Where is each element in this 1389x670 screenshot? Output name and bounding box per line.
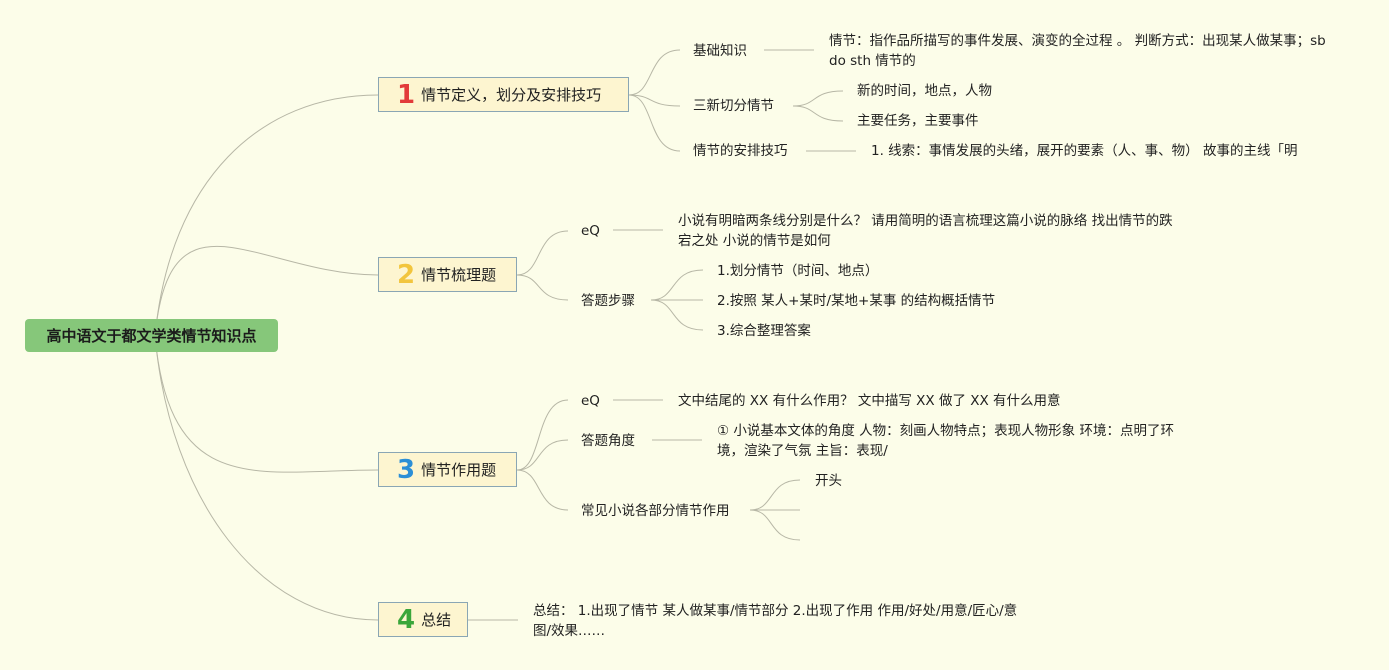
topic-1-child-link: [628, 94, 681, 107]
root-label: 高中语文于都文学类情节知识点: [46, 327, 257, 345]
node-steps[interactable]: 答题步骤: [581, 293, 635, 309]
root-to-topic-1-link: [154, 94, 379, 337]
detail-arrangement: 1. 线索：事情发展的头绪，展开的要素（人、事、物） 故事的主线「明: [871, 143, 1298, 159]
topic-3-child-link: [516, 469, 569, 511]
topic-1-label: 情节定义，划分及安排技巧: [421, 86, 602, 104]
three-new-item-link: [792, 105, 844, 122]
topic-2-number-icon: 2: [397, 259, 416, 290]
node-basic-knowledge[interactable]: 基础知识: [693, 43, 747, 59]
common-parts-item-link: [749, 509, 801, 541]
topic-4-label: 总结: [421, 611, 452, 629]
detail-eq-3: 文中结尾的 XX 有什么作用？ 文中描写 XX 做了 XX 有什么用意: [678, 393, 1061, 409]
topic-2-label: 情节梳理题: [421, 266, 497, 284]
topic-1-number-icon: 1: [397, 79, 416, 110]
detail-basic-knowledge: 情节：指作品所描写的事件发展、演变的全过程 。 判断方式：出现某人做某事；sb …: [829, 33, 1326, 69]
steps-item-link: [650, 269, 704, 301]
item-opening[interactable]: 开头: [815, 473, 842, 489]
item-step-3[interactable]: 3.综合整理答案: [717, 323, 811, 339]
node-three-new[interactable]: 三新切分情节: [693, 98, 774, 114]
topic-3-node[interactable]: 3 情节作用题: [378, 452, 517, 487]
item-three-new-2[interactable]: 主要任务，主要事件: [857, 113, 979, 129]
topic-3-number-icon: 3: [397, 454, 416, 485]
node-eq-2[interactable]: eQ: [581, 223, 600, 239]
detail-angle: ① 小说基本文体的角度 人物：刻画人物特点；表现人物形象 环境：点明了环境，渲染…: [717, 423, 1174, 459]
detail-eq-2: 小说有明暗两条线分别是什么？ 请用简明的语言梳理这篇小说的脉络 找出情节的跌宕之…: [678, 213, 1173, 249]
topic-1-node[interactable]: 1 情节定义，划分及安排技巧: [378, 77, 629, 112]
item-step-2[interactable]: 2.按照 某人+某时/某地+某事 的结构概括情节: [717, 293, 996, 309]
topic-2-child-link: [516, 274, 569, 301]
item-step-1[interactable]: 1.划分情节（时间、地点）: [717, 263, 879, 279]
three-new-item-link: [792, 90, 844, 107]
topic-3-child-link: [516, 439, 569, 471]
topic-1-child-link: [628, 94, 681, 152]
root-to-topic-2-link: [154, 245, 379, 337]
root-to-topic-3-link: [154, 335, 379, 473]
topic-4-node[interactable]: 4 总结: [378, 602, 468, 637]
topic-3-label: 情节作用题: [421, 461, 497, 479]
node-angle[interactable]: 答题角度: [581, 433, 635, 449]
steps-item-link: [650, 299, 704, 331]
topic-3-child-link: [516, 399, 569, 471]
node-common-parts[interactable]: 常见小说各部分情节作用: [581, 503, 730, 519]
topic-1-child-link: [628, 49, 681, 96]
topic-4-number-icon: 4: [397, 604, 416, 635]
item-three-new-1[interactable]: 新的时间，地点，人物: [857, 83, 992, 99]
topic-2-child-link: [516, 230, 569, 276]
common-parts-item-link: [749, 479, 801, 511]
node-arrangement[interactable]: 情节的安排技巧: [693, 143, 788, 159]
node-eq-3[interactable]: eQ: [581, 393, 600, 409]
detail-summary: 总结： 1.出现了情节 某人做某事/情节部分 2.出现了作用 作用/好处/用意/…: [533, 603, 1018, 639]
topic-2-node[interactable]: 2 情节梳理题: [378, 257, 517, 292]
root-node[interactable]: 高中语文于都文学类情节知识点: [25, 319, 278, 352]
root-to-topic-4-link: [154, 335, 379, 621]
